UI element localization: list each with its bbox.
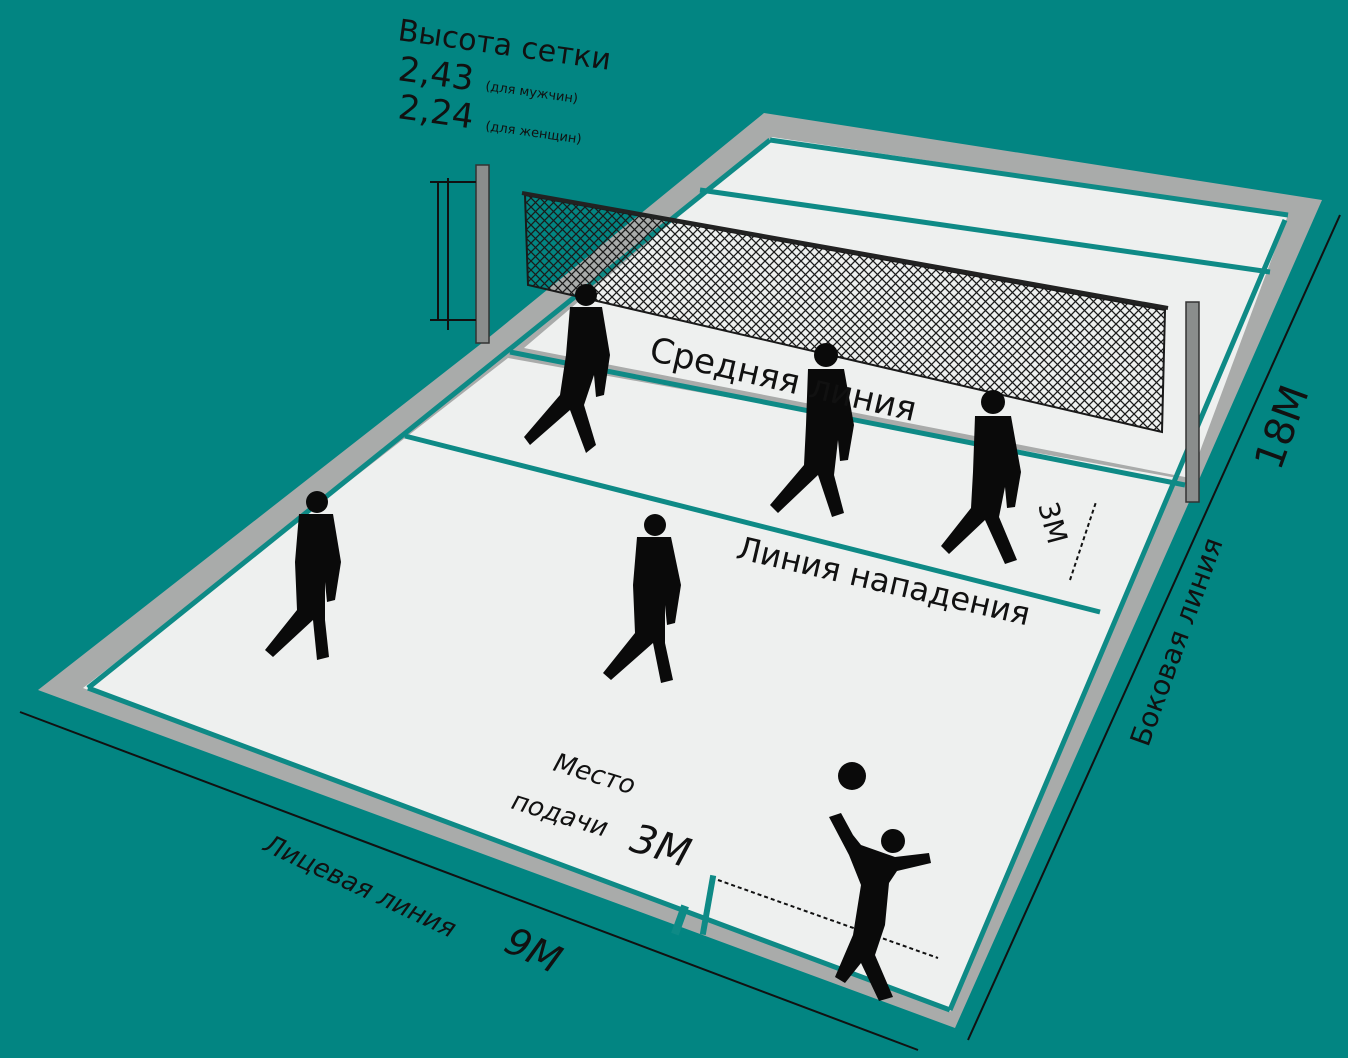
player-silhouette-icon	[524, 284, 610, 453]
far-side-line	[769, 137, 1289, 218]
side-length-label: 18М	[1246, 379, 1318, 475]
side-line-dimension	[967, 214, 1341, 1041]
service-zone-mark	[671, 904, 689, 936]
net-top-band	[521, 191, 1169, 310]
end-length-label: 9М	[498, 918, 568, 982]
player-silhouette-icon	[265, 491, 341, 660]
net-height-women-note: (для женщин)	[484, 119, 582, 147]
far-attack-line	[699, 187, 1271, 275]
service-zone-dimension	[717, 879, 939, 959]
net	[523, 193, 1167, 434]
net-height-men-note: (для мужчин)	[484, 79, 578, 107]
net-height-bracket	[430, 178, 476, 330]
side-line-inner	[947, 219, 1288, 1011]
ball-icon	[838, 762, 866, 790]
player-silhouette-icon	[603, 514, 681, 683]
player-silhouette-icon	[941, 390, 1021, 564]
dimension-lines	[19, 214, 1341, 1051]
attack-line-stripe	[404, 433, 1101, 615]
server-silhouette-icon	[829, 813, 931, 1001]
net-post-right-icon	[1185, 301, 1200, 503]
court-surface-near	[83, 358, 1177, 1012]
service-zone-mark	[699, 874, 717, 936]
net-post-left-icon	[475, 164, 490, 344]
end-line-inner	[87, 685, 951, 1013]
end-line-dimension	[19, 711, 919, 1051]
player-silhouette-icon	[770, 343, 854, 517]
end-line-label: Лицевая линия	[258, 829, 460, 945]
players	[265, 284, 1021, 1001]
